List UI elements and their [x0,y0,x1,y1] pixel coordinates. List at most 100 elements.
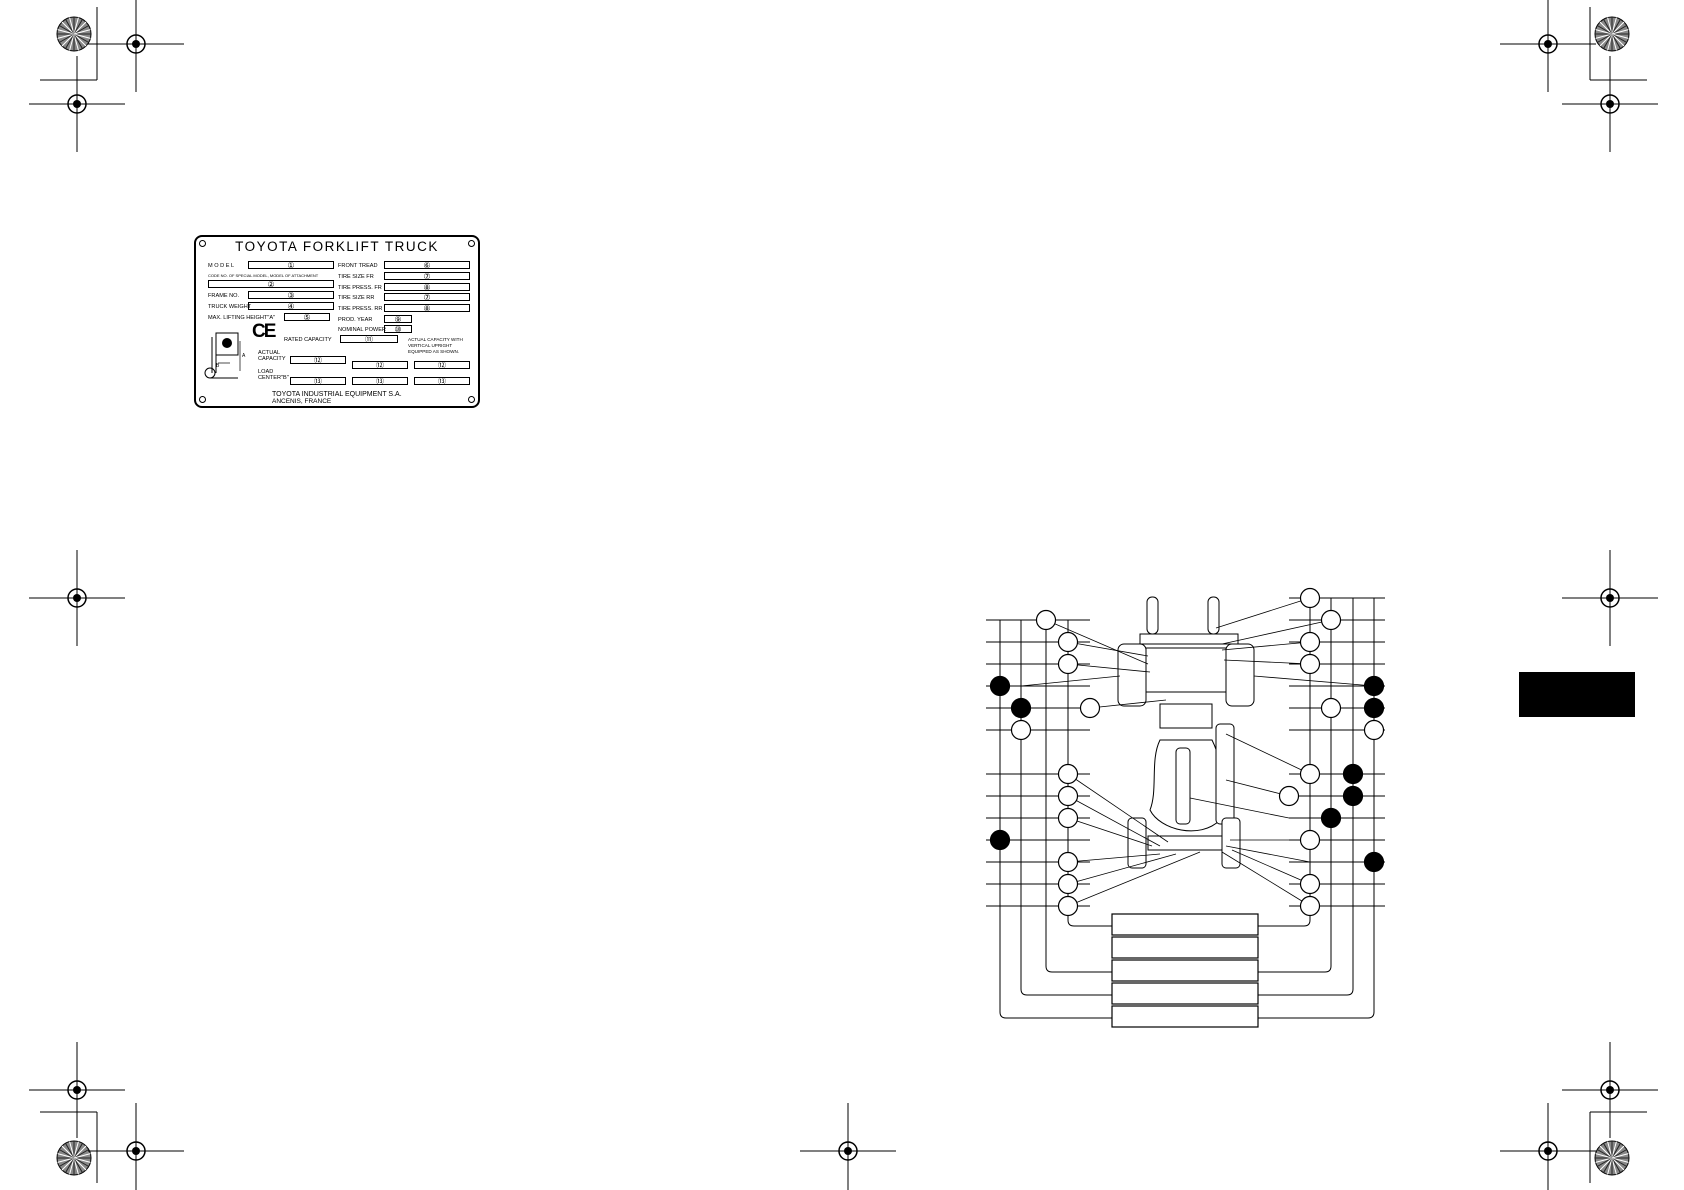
label-weight: TRUCK WEIGHT [208,304,252,310]
color-wheel-ray [1611,1145,1625,1159]
registration-target-icon [73,100,81,108]
routing-line [999,620,1112,1019]
diagram-letter-a: A [242,353,246,359]
color-wheel-ray [65,33,75,49]
color-wheel-ray [73,1157,87,1171]
lubrication-point-icon [1299,873,1321,895]
field-model: ① [248,261,334,270]
color-wheel-ray [61,33,75,47]
color-wheel-ray [1607,33,1613,51]
field-tire-size-rr: ⑦ [384,293,470,302]
color-wheel-ray [1611,1153,1629,1159]
label-front-tread: FRONT TREAD [338,263,378,269]
color-wheel-ray [1599,33,1613,47]
lubrication-point-icon [1057,785,1079,807]
color-wheel-ray [1611,33,1627,43]
color-wheel-ray [1603,19,1613,35]
pointer-line [1221,851,1311,907]
color-wheel-ray [73,1153,91,1159]
lubrication-point-icon [1057,763,1079,785]
lubrication-point-icon [1057,873,1079,895]
pointer-line [1067,851,1201,907]
color-wheel-ray [1611,19,1621,35]
legend-row [1111,959,1259,982]
color-wheel-ray [1595,33,1613,39]
lubrication-point-icon [1299,587,1321,609]
pointer-line [1225,845,1311,863]
color-wheel-ray [1597,33,1613,43]
registration-target-icon [838,1141,858,1161]
label-tire-size-rr: TIRE SIZE RR [338,295,375,301]
counterweight [1215,723,1235,825]
field-weight: ④ [248,302,334,311]
color-wheel-ray [1603,33,1613,49]
registration-target-icon [1606,1086,1614,1094]
front-tire-right [1225,643,1255,707]
label-tire-press-rr: TIRE PRESS. RR [338,306,383,312]
registration-target-icon [126,34,146,54]
color-wheel-ray [73,21,87,35]
lubrication-point-icon [1320,609,1342,631]
label-tire-size-fr: TIRE SIZE FR [338,274,374,280]
color-wheel-ray [65,1143,75,1159]
lubrication-point-icon [1299,631,1321,653]
lubrication-point-icon [1320,697,1342,719]
legend-row [1111,1005,1259,1028]
field-code: ② [208,280,334,289]
lubrication-point-filled-icon [1342,763,1364,785]
color-wheel-ray [73,33,79,51]
lubrication-point-filled-icon [1363,851,1385,873]
lubrication-point-filled-icon [1342,785,1364,807]
registration-target-icon [126,1141,146,1161]
color-wheel-ray [73,1141,79,1159]
screw-icon [199,240,206,247]
lubrication-point-icon [1057,895,1079,917]
lubrication-point-icon [1299,763,1321,785]
color-wheel-ray [61,1145,75,1159]
label-code: CODE NO. OF SPECIAL MODEL, MODEL OF ATTA… [208,273,319,278]
color-wheel-ray [59,33,75,43]
color-wheel-ray [1611,1157,1625,1171]
color-wheel-ray [1595,1153,1613,1159]
lubrication-point-icon [1057,653,1079,675]
color-wheel-ray [65,1157,75,1173]
color-wheel-ray [69,17,75,35]
color-wheel-ray [73,1157,83,1173]
color-wheel-ray [1603,1157,1613,1173]
color-wheel-ray [1599,1145,1613,1159]
load-diagram-icon [204,332,241,379]
color-wheel-ray [69,33,75,51]
nameplate: TOYOTA FORKLIFT TRUCK M O D E L ① CODE N… [194,235,480,408]
screw-icon [199,396,206,403]
color-wheel-ray [1603,1143,1613,1159]
pointer-line [1067,663,1151,673]
lubrication-point-filled-icon [989,675,1011,697]
color-wheel-ray [1611,1157,1627,1167]
registration-target-icon [1606,100,1614,108]
color-wheel-ray [1595,29,1613,35]
field-height: ⑤ [284,313,330,322]
color-wheel-ray [1611,33,1625,47]
lubrication-point-icon [1010,719,1032,741]
pointer-line [1221,619,1332,645]
color-wheel-ray [59,25,75,35]
color-wheel-ray [1597,25,1613,35]
section-tab [1519,672,1635,717]
color-wheel-ray [73,29,91,35]
rear-axle [1147,835,1223,851]
ce-mark: CE [252,321,276,342]
color-wheel-ray [1611,17,1617,35]
pointer-line [1067,641,1149,657]
pointer-line [1067,795,1161,847]
fork-icon [1207,596,1220,635]
lubrication-point-icon [1299,829,1321,851]
color-wheel-ray [1595,1157,1613,1163]
color-wheel-ray [1611,29,1629,35]
field-load-center-1: ⑬ [290,377,346,386]
color-wheel-ray [1611,33,1617,51]
lubrication-point-icon [1079,697,1101,719]
label-prod-year: PROD. YEAR [338,317,373,323]
legend-row [1111,913,1259,936]
routing-line [1067,620,1112,927]
